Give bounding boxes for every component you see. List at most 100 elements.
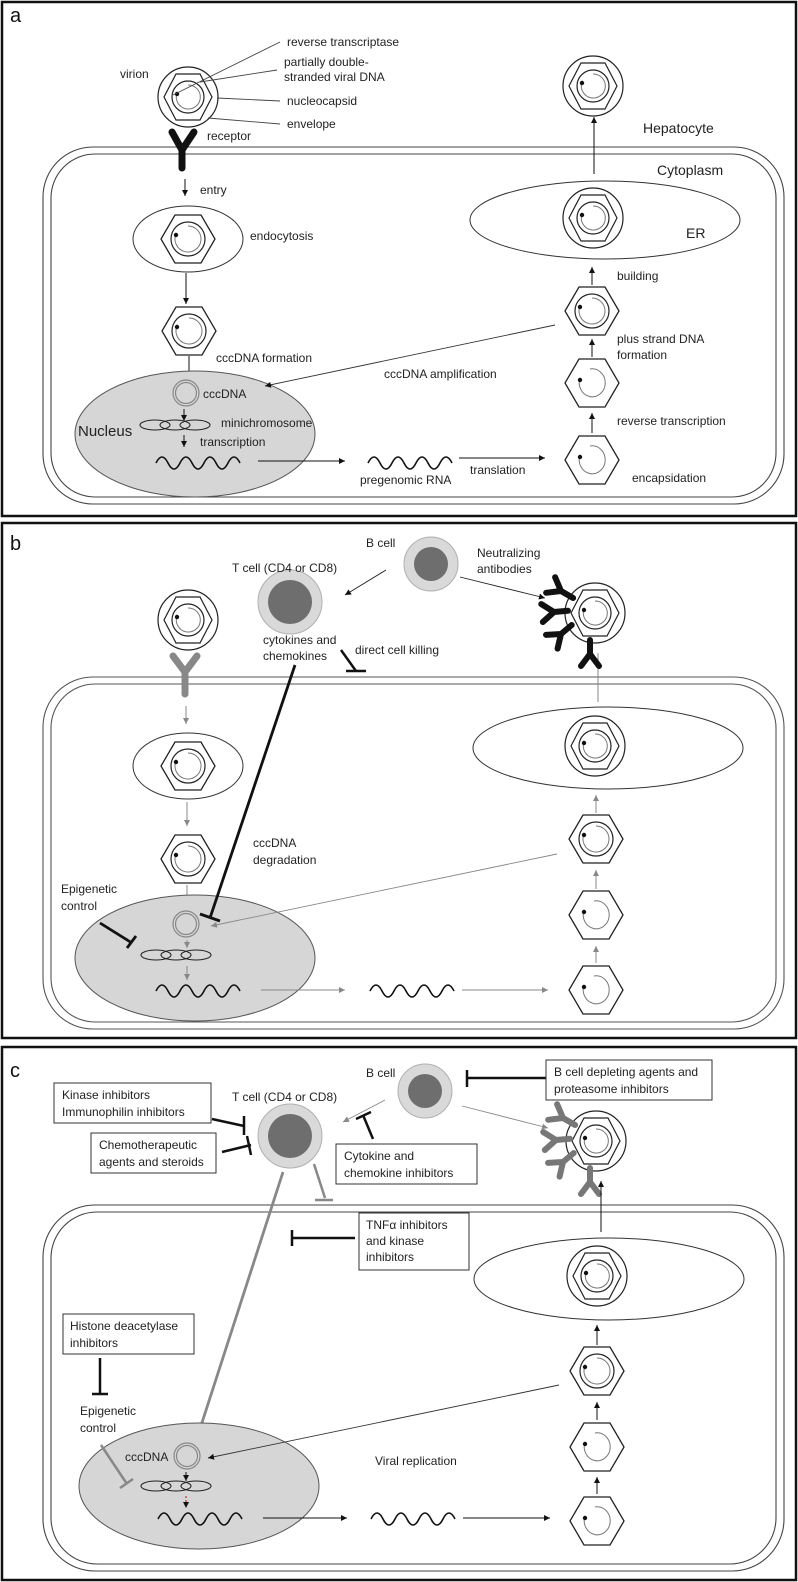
- direct-killing-label: direct cell killing: [355, 643, 439, 657]
- virion-icon: [562, 55, 624, 117]
- cccdna-degradation-label-1: cccDNA: [253, 836, 296, 850]
- box-line: B cell depleting agents and: [554, 1065, 698, 1079]
- cell-membrane-inner: [50, 1211, 777, 1565]
- cytokine-inhibitors-box: Cytokine and chemokine inhibitors: [335, 1143, 478, 1185]
- viral-replication-label: Viral replication: [375, 1454, 457, 1468]
- b-cell-icon: [397, 1063, 453, 1119]
- box-line: Chemotherapeutic: [99, 1138, 197, 1152]
- chemotherapeutic-box: Chemotherapeutic agents and steroids: [90, 1132, 217, 1174]
- box-line: agents and steroids: [99, 1155, 204, 1169]
- box-line: inhibitors: [70, 1336, 118, 1350]
- cytokine-inhibition-icon: [355, 1110, 375, 1140]
- virion-icon: [157, 589, 219, 651]
- cccdna-label: cccDNA: [203, 387, 246, 401]
- neutralizing-label-1: Neutralizing: [477, 546, 540, 560]
- virion-icon: [564, 715, 626, 777]
- cccdna-amplification-arrow: [264, 324, 556, 388]
- panel-letter: b: [10, 533, 21, 555]
- t-cell-icon: [257, 569, 323, 635]
- cell-membrane-inner: [50, 683, 777, 1023]
- nucleus: [74, 370, 316, 498]
- plus-strand-label-1: plus strand DNA: [617, 332, 704, 346]
- receptor-label: receptor: [207, 129, 251, 143]
- hdac-inhibition-icon: [92, 1358, 108, 1396]
- building-label: building: [617, 269, 658, 283]
- epigenetic-label-1: Epigenetic: [61, 882, 117, 896]
- cccdna-degradation-label-2: degradation: [253, 853, 316, 867]
- pregenomic-rna-label: pregenomic RNA: [360, 473, 451, 487]
- reverse-transcriptase-label: reverse transcriptase: [287, 35, 399, 49]
- box-line: and kinase: [366, 1234, 424, 1248]
- b-cell-depletion-inhibition-icon: [465, 1070, 546, 1087]
- nucleus: [78, 1422, 320, 1550]
- receptor-icon: [168, 128, 198, 172]
- endocytosis-label: endocytosis: [250, 229, 313, 243]
- receptor-icon: [169, 652, 201, 698]
- cell-membrane-outer: [42, 146, 785, 505]
- epigenetic-inhibition-icon: [99, 921, 138, 949]
- panel-letter: a: [10, 5, 22, 27]
- epigenetic-label-1: Epigenetic: [80, 1404, 136, 1418]
- cccdna-amplification-arrow: [207, 1384, 560, 1460]
- virion-leader-lines: [172, 41, 281, 125]
- b-to-t-arrow: [344, 569, 387, 596]
- killing-inhibition-icon: [312, 1163, 333, 1202]
- panel-letter: c: [10, 1060, 20, 1082]
- virion-icon: [566, 1245, 628, 1307]
- b-cell-icon: [403, 536, 459, 592]
- t-cell-label: T cell (CD4 or CD8): [232, 1090, 337, 1104]
- entry-label: entry: [200, 183, 227, 197]
- box-line: Histone deacetylase: [70, 1319, 178, 1333]
- box-line: Cytokine and: [344, 1149, 414, 1163]
- transcription-label: transcription: [200, 435, 265, 449]
- cccdna-amplification-label: cccDNA amplification: [384, 367, 497, 381]
- reverse-transcription-label: reverse transcription: [617, 414, 726, 428]
- er-label: ER: [686, 225, 705, 241]
- envelope-label: envelope: [287, 117, 336, 131]
- antibody-arrow: [461, 1105, 549, 1130]
- kinase-inhibition-icon: [211, 1116, 246, 1135]
- partially-ds-label-2: stranded viral DNA: [284, 70, 385, 84]
- plus-strand-label-2: formation: [617, 348, 667, 362]
- t-cell-icon: [257, 1103, 323, 1169]
- tnf-inhibition-icon: [290, 1230, 355, 1246]
- cell-membrane-outer: [42, 1204, 785, 1572]
- b-cell-label: B cell: [366, 536, 395, 550]
- cytokines-label-1: cytokines and: [263, 633, 336, 647]
- kinase-inhibitors-box: Kinase inhibitors Immunophilin inhibitor…: [53, 1082, 212, 1124]
- panel-b: b: [0, 521, 798, 1040]
- b-cell-label: B cell: [366, 1066, 395, 1080]
- box-line: chemokine inhibitors: [344, 1166, 453, 1180]
- box-line: proteasome inhibitors: [554, 1082, 669, 1096]
- b-to-t-arrow: [342, 1099, 386, 1123]
- cccdna-label: cccDNA: [125, 1450, 168, 1464]
- cell-membrane-outer: [42, 676, 785, 1030]
- b-cell-depleting-box: B cell depleting agents and proteasome i…: [545, 1059, 713, 1101]
- chemo-inhibition-icon: [221, 1135, 253, 1156]
- minichromosome-label: minichromosome: [221, 416, 313, 430]
- nucleocapsid-label: nucleocapsid: [287, 94, 357, 108]
- virion-label: virion: [120, 67, 149, 81]
- cccdna-formation-label: cccDNA formation: [216, 351, 312, 365]
- box-line: TNFα inhibitors: [366, 1218, 448, 1232]
- tnf-inhibitors-box: TNFα inhibitors and kinase inhibitors: [358, 1212, 470, 1271]
- panel-a: a virion reverse transcriptase partially…: [0, 0, 798, 518]
- epigenetic-inhibition-icon: [99, 1444, 134, 1490]
- neutralizing-label-2: antibodies: [477, 562, 532, 576]
- nucleus: [74, 894, 316, 1022]
- box-line: Kinase inhibitors: [62, 1088, 150, 1102]
- box-line: inhibitors: [366, 1250, 414, 1264]
- virion-icon: [565, 1110, 627, 1172]
- cccdna-degradation-inhibition-icon: [199, 664, 297, 923]
- nucleus-label: Nucleus: [78, 423, 132, 440]
- cccdna-amplification-arrow: [210, 853, 558, 928]
- panel-c: c Kinase inhibitors Immunophilin inhibit…: [0, 1045, 798, 1582]
- t-cell-label: T cell (CD4 or CD8): [232, 561, 337, 575]
- antibody-arrow: [459, 576, 546, 600]
- virion-icon: [564, 582, 626, 644]
- cytoplasm-label: Cytoplasm: [657, 162, 723, 178]
- hepatocyte-label: Hepatocyte: [643, 120, 714, 136]
- epigenetic-label-2: control: [80, 1421, 116, 1435]
- virion-icon: [562, 187, 624, 249]
